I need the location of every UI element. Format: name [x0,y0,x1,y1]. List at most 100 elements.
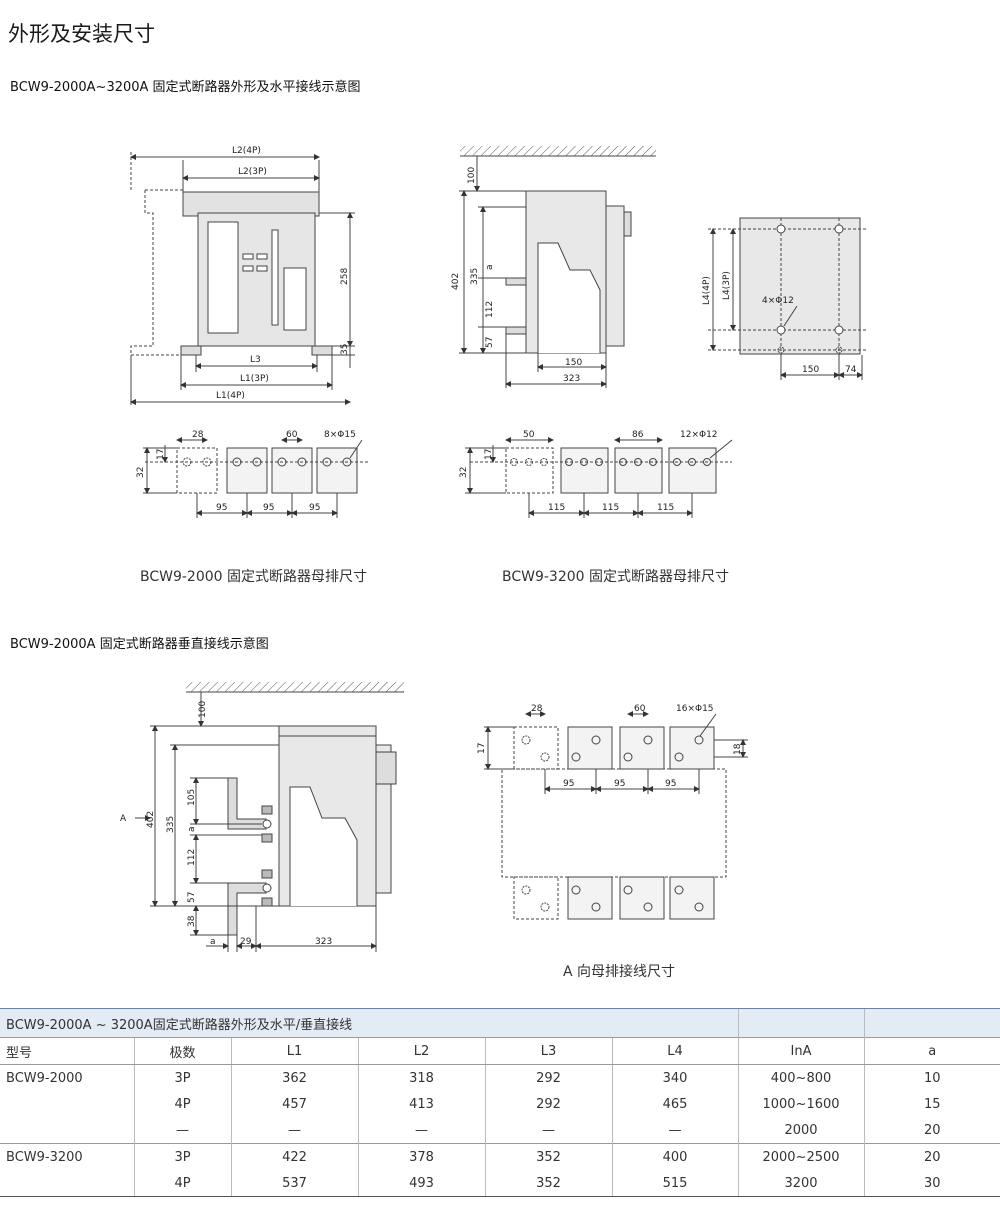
cell-a: 20 [863,1117,1000,1144]
cell-l4: 515 [611,1170,738,1197]
label-32: 32 [136,467,146,478]
caption-busbar-3200: BCW9-3200 固定式断路器母排尺寸 [502,569,730,585]
cell-l3: 352 [484,1143,612,1170]
busbar-3200-labels: 50 86 12×Φ12 17 32 115 115 115 [459,430,718,513]
cell-l1: 422 [230,1143,358,1170]
vertical-side-labels: 100 A 402 335 105 a 112 57 38 a 29 323 [120,701,332,947]
label-28: 28 [531,704,543,714]
label-17: 17 [484,449,494,460]
label-l1-4p: L1(4P) [216,391,245,401]
cell-l3: 292 [484,1064,612,1091]
side-view-labels: 100 402 335 a 112 57 150 323 [451,167,582,384]
col-header-l1: L1 [230,1037,358,1065]
cell-l2: 493 [357,1170,485,1197]
label-100: 100 [467,167,477,184]
col-header-l2: L2 [357,1037,485,1065]
cell-l4: 340 [611,1064,738,1091]
label-323: 323 [315,937,332,947]
col-header-a: a [863,1037,1000,1065]
label-holes-4x12: 4×Φ12 [762,296,794,306]
cell-l1: — [230,1117,358,1144]
table-row: BCW9-2000 3P 362 318 292 340 400~800 10 [0,1064,1000,1091]
cell-model [0,1170,134,1197]
cell-l1: 362 [230,1064,358,1091]
section-title-horizontal: BCW9-2000A~3200A 固定式断路器外形及水平接线示意图 [10,80,361,95]
cell-model [0,1117,134,1144]
cell-l2: — [357,1117,485,1144]
cell-l3: — [484,1117,612,1144]
label-112: 112 [485,301,495,318]
label-bottom-a: a [210,937,216,947]
col-header-poles: 极数 [133,1037,231,1065]
cell-l1: 537 [230,1170,358,1197]
label-holes-8x15: 8×Φ15 [324,430,356,440]
section-title-vertical: BCW9-2000A 固定式断路器垂直接线示意图 [10,637,269,652]
cell-a: 20 [863,1143,1000,1170]
col-header-l4: L4 [611,1037,738,1065]
mounting-holes-labels: L4(4P) L4(3P) 4×Φ12 150 74 [702,271,857,375]
label-arrow-a: A [120,814,127,824]
label-323: 323 [563,374,580,384]
side-view [459,146,656,388]
label-a: a [187,826,197,832]
label-112: 112 [187,849,197,866]
col-header-ina: InA [737,1037,864,1065]
cell-ina: 2000~2500 [737,1143,864,1170]
label-holes-16x15: 16×Φ15 [676,704,714,714]
label-95-a: 95 [216,503,227,513]
label-l2-3p: L2(3P) [238,167,267,177]
busbar-2000-drawing [143,437,370,518]
front-view-labels: L2(4P) L2(3P) 258 35 L3 L1(3P) L1(4P) [216,146,350,401]
table-title-row: BCW9-2000A ~ 3200A固定式断路器外形及水平/垂直接线 [0,1008,1000,1038]
page-title: 外形及安装尺寸 [8,22,155,46]
cell-ina: 400~800 [737,1064,864,1091]
label-l4-4p: L4(4P) [702,276,712,305]
table-row: BCW9-3200 3P 422 378 352 400 2000~2500 2… [0,1143,1000,1170]
label-115-a: 115 [548,503,565,513]
label-115-c: 115 [657,503,674,513]
dimension-table: BCW9-2000A ~ 3200A固定式断路器外形及水平/垂直接线 型号 极数… [0,1008,1000,1197]
cell-poles: 3P [133,1143,231,1170]
label-402: 402 [146,811,156,828]
label-18: 18 [733,743,743,755]
cell-ina: 1000~1600 [737,1091,864,1117]
label-mount-150: 150 [802,365,819,375]
vertical-side-view [135,682,404,952]
busbar-2000-labels: 28 60 8×Φ15 17 32 95 95 95 [136,430,356,513]
front-view [130,152,355,405]
cell-model: BCW9-3200 [0,1143,134,1170]
label-86: 86 [632,430,644,440]
technical-drawings: L2(4P) L2(3P) 258 35 L3 L1(3P) L1(4P) 10… [120,146,868,952]
label-28: 28 [192,430,204,440]
label-29: 29 [240,937,252,947]
label-a: a [485,264,495,270]
cell-l4: 400 [611,1143,738,1170]
cell-l2: 413 [357,1091,485,1117]
label-l4-3p: L4(3P) [722,271,732,300]
label-95-b: 95 [614,779,625,789]
cell-l1: 457 [230,1091,358,1117]
cell-l2: 318 [357,1064,485,1091]
label-57: 57 [187,892,197,903]
label-95-a: 95 [563,779,574,789]
label-mount-74: 74 [845,365,857,375]
a-direction-view [484,711,748,920]
cell-l4: 465 [611,1091,738,1117]
cell-a: 15 [863,1091,1000,1117]
caption-a-direction: A 向母排接线尺寸 [563,964,676,980]
cell-model [0,1091,134,1117]
label-57: 57 [485,337,495,348]
label-l3: L3 [250,355,261,365]
cell-a: 30 [863,1170,1000,1197]
table-header-row: 型号 极数 L1 L2 L3 L4 InA a [0,1037,1000,1065]
cell-ina: 3200 [737,1170,864,1197]
cell-poles: — [133,1117,231,1144]
busbar-3200-drawing [465,437,733,518]
label-l1-3p: L1(3P) [240,374,269,384]
label-402: 402 [451,273,461,290]
cell-l3: 292 [484,1091,612,1117]
a-direction-labels: 28 60 16×Φ15 17 18 95 95 95 [477,704,743,789]
label-holes-12x12: 12×Φ12 [680,430,718,440]
label-17: 17 [477,743,487,754]
cell-poles: 3P [133,1064,231,1091]
